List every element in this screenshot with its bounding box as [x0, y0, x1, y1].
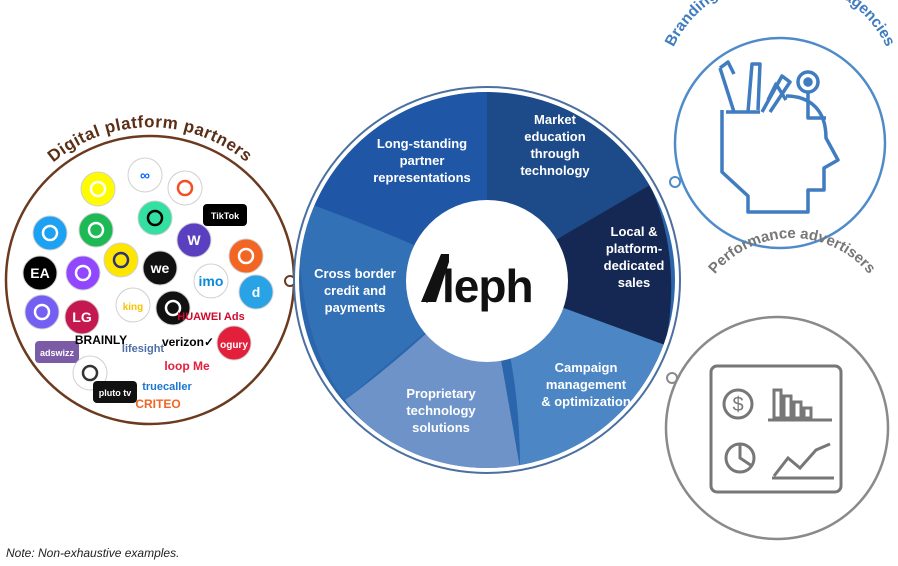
- segment-shape-left: [299, 200, 487, 400]
- aleph-logo: leph: [421, 254, 534, 312]
- lg-icon: LG: [64, 299, 100, 335]
- spotify-icon: [78, 212, 114, 248]
- twitter-icon: [32, 215, 68, 251]
- svg-text:verizon✓: verizon✓: [162, 335, 214, 349]
- imo-icon: imo: [193, 263, 229, 299]
- svg-text:TikTok: TikTok: [211, 211, 240, 221]
- svg-text:king: king: [123, 302, 144, 313]
- snapchat-icon: [80, 171, 116, 207]
- branding-circle: [673, 36, 887, 250]
- brainly-icon: BRAINLY: [75, 333, 127, 347]
- adswizz-icon: adswizz: [35, 341, 79, 363]
- microsoft-icon: [167, 170, 203, 206]
- svg-text:imo: imo: [199, 273, 224, 289]
- wetransfer-icon: we: [142, 250, 178, 286]
- svg-text:EA: EA: [30, 265, 49, 281]
- warner-music-icon: W: [176, 222, 212, 258]
- meta-icon: ∞: [127, 157, 163, 193]
- svg-text:ogury: ogury: [220, 340, 248, 351]
- performance-panel: Performance advertisers $: [664, 225, 890, 541]
- center-circle: [406, 200, 568, 362]
- footnote: Note: Non-exhaustive examples.: [6, 546, 180, 560]
- connector-dot-top-right: [669, 176, 681, 188]
- performance-circle: [664, 315, 890, 541]
- dailymotion-icon: d: [238, 274, 274, 310]
- connector-dot-bottom-right: [666, 372, 678, 384]
- pluto-tv-icon: pluto tv: [93, 381, 137, 403]
- truecaller-icon: truecaller: [142, 381, 192, 393]
- verizon-icon: verizon✓: [162, 335, 214, 349]
- head-creativity-icon: [718, 60, 840, 214]
- analytics-dashboard-icon: $: [709, 364, 843, 494]
- mercadolibre-icon: [103, 242, 139, 278]
- loopme-icon: loop Me: [164, 359, 210, 373]
- settings-app-icon: [228, 238, 264, 274]
- lifesight-icon: lifesight: [122, 343, 165, 355]
- huawei-ads-icon: HUAWEI Ads: [177, 311, 244, 323]
- svg-text:loop Me: loop Me: [164, 359, 210, 373]
- svg-text:d: d: [252, 284, 261, 300]
- svg-text:lifesight: lifesight: [122, 343, 165, 355]
- svg-text:BRAINLY: BRAINLY: [75, 333, 127, 347]
- svg-text:W: W: [187, 232, 201, 248]
- svg-text:HUAWEI Ads: HUAWEI Ads: [177, 311, 244, 323]
- viber-icon: [24, 294, 60, 330]
- svg-text:adswizz: adswizz: [40, 348, 75, 358]
- svg-text:LG: LG: [72, 309, 92, 325]
- tiktok-icon: TikTok: [203, 204, 247, 226]
- segment-shape-right: [487, 185, 672, 345]
- ea-icon: EA: [22, 255, 58, 291]
- svg-text:CRITEO: CRITEO: [135, 397, 180, 411]
- ogury-icon: ogury: [216, 325, 252, 361]
- bigo-icon: [155, 290, 191, 326]
- svg-text:truecaller: truecaller: [142, 381, 192, 393]
- twitch-icon: [65, 255, 101, 291]
- aleph-wordmark: leph: [442, 260, 533, 312]
- svg-text:pluto tv: pluto tv: [99, 388, 132, 398]
- svg-text:∞: ∞: [140, 167, 150, 183]
- svg-text:we: we: [150, 260, 170, 276]
- criteo-icon: CRITEO: [135, 397, 180, 411]
- king-icon: king: [115, 287, 151, 323]
- svg-text:$: $: [732, 394, 743, 416]
- tripadvisor-icon: [137, 200, 173, 236]
